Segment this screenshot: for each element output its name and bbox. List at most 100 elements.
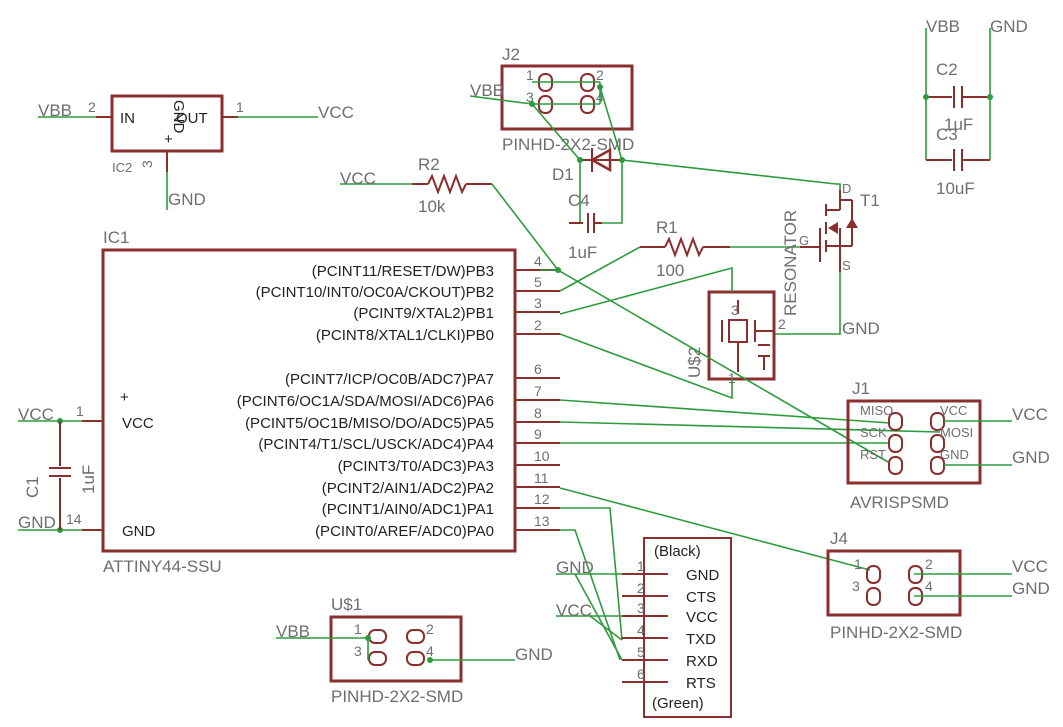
j1-mosi-label: MOSI <box>940 425 973 440</box>
ic1-pin-label: (PCINT6/OC1A/SDA/MOSI/ADC6)PA6 <box>237 393 494 410</box>
net-vbb-j2: VBB <box>470 81 504 100</box>
net-vcc-j4: VCC <box>1012 557 1048 576</box>
ic1-pin-number: 2 <box>534 317 542 333</box>
ic1-pin-label: (PCINT0/AREF/ADC0)PA0 <box>315 523 494 540</box>
us2-name: U$2 <box>685 347 704 378</box>
ic2-regulator[interactable]: IN OUT GND + IC2 2 1 3 <box>88 94 244 175</box>
ic2-pin2: 2 <box>88 99 96 115</box>
j2-header[interactable]: 1 2 3 4 J2 PINHD-2X2-SMD <box>500 45 634 154</box>
j4-header[interactable]: 1 2 3 4 J4 PINHD-2X2-SMD <box>826 529 962 642</box>
c1-capacitor[interactable]: C1 1uF <box>23 421 98 530</box>
ftdi-pin-number: 4 <box>637 622 645 638</box>
ic1-gnd-label: GND <box>122 523 156 540</box>
ftdi-bottom-label: (Green) <box>652 695 704 712</box>
j1-avrisp[interactable]: MISO VCC SCK MOSI RST GND J1 AVRISPSMD <box>846 379 982 512</box>
ic1-pin-number: 7 <box>534 383 542 399</box>
ic2-out-label: OUT <box>176 110 208 127</box>
ic1-pin-number: 10 <box>534 448 550 464</box>
net-gnd-c2: GND <box>990 17 1028 36</box>
t1-source-label: S <box>842 258 851 273</box>
ic1-attiny44[interactable]: IC1 ATTINY44-SSU VCC GND + 1 14 (PCINT11… <box>66 228 560 576</box>
net-vcc-ic1: VCC <box>18 405 54 424</box>
j4-pin3: 3 <box>852 578 860 594</box>
j4-pin1: 1 <box>854 556 862 572</box>
j1-value: AVRISPSMD <box>850 493 949 512</box>
us1-pin1: 1 <box>354 621 362 637</box>
ftdi-pin-number: 5 <box>637 644 645 660</box>
t1-mosfet[interactable]: T1 D G S <box>799 181 880 273</box>
net-vbb-ic2: VBB <box>38 101 72 120</box>
ic1-name: IC1 <box>103 228 129 247</box>
ic2-pin3: 3 <box>139 160 155 168</box>
net-gnd-ftdi: GND <box>556 558 594 577</box>
r2-name: R2 <box>418 155 440 174</box>
c2-capacitor[interactable]: C2 1uF <box>926 60 990 134</box>
ftdi-pin-label: TXD <box>686 631 716 648</box>
t1-drain-label: D <box>842 181 851 196</box>
j2-pin3: 3 <box>526 89 534 105</box>
j2-pin2: 2 <box>596 67 604 83</box>
ftdi-pin-label: RTS <box>686 675 716 692</box>
j2-pin1: 1 <box>526 67 534 83</box>
us1-pin3: 3 <box>354 643 362 659</box>
net-gnd-j4: GND <box>1012 579 1050 598</box>
r1-name: R1 <box>656 218 678 237</box>
ic1-pin-number: 5 <box>534 274 542 290</box>
ic1-pin-label: (PCINT3/T0/ADC3)PA3 <box>338 458 494 475</box>
ic1-pin-label: (PCINT7/ICP/OC0B/ADC7)PA7 <box>285 371 494 388</box>
net-gnd-ic1: GND <box>18 513 56 532</box>
net-gnd-us1: GND <box>515 645 553 664</box>
ftdi-pin-number: 2 <box>637 580 645 596</box>
ftdi-pin-label: CTS <box>686 589 716 606</box>
d1-diode[interactable]: D1 <box>552 147 622 184</box>
c3-value: 10uF <box>936 179 975 198</box>
us2-pin2: 2 <box>778 316 786 332</box>
ic1-pin-number: 6 <box>534 361 542 377</box>
ftdi-pin-number: 1 <box>637 558 645 574</box>
ftdi-pin-label: VCC <box>686 609 718 626</box>
us2-pin3: 3 <box>731 302 739 318</box>
ic1-pin-label: (PCINT5/OC1B/MISO/DO/ADC5)PA5 <box>245 415 494 432</box>
ftdi-pin-number: 3 <box>637 600 645 616</box>
ftdi-top-label: (Black) <box>654 543 701 560</box>
c1-value: 1uF <box>79 465 98 494</box>
j2-name: J2 <box>502 45 520 64</box>
ftdi-pin-number: 6 <box>637 666 645 682</box>
ic2-in-label: IN <box>120 110 135 127</box>
ic1-pin1: 1 <box>76 403 84 419</box>
ftdi-pin-label: RXD <box>686 653 718 670</box>
ic1-pin-label: (PCINT8/XTAL1/CLKI)PB0 <box>316 327 494 344</box>
ic2-gnd-label: GND <box>170 100 187 134</box>
ic1-pin-number: 8 <box>534 405 542 421</box>
ic1-pin-number: 12 <box>534 491 550 507</box>
c3-capacitor[interactable]: C3 10uF <box>926 125 990 198</box>
j1-miso-label: MISO <box>860 403 893 418</box>
c4-name: C4 <box>568 191 590 210</box>
r1-resistor[interactable]: R1 100 <box>640 218 730 280</box>
ic1-pin-label: (PCINT1/AIN0/ADC1)PA1 <box>322 501 494 518</box>
ic1-pin-number: 11 <box>534 470 549 486</box>
svg-text:+: + <box>164 131 173 148</box>
d1-name: D1 <box>552 165 574 184</box>
us2-resonator[interactable]: 3 2 1 U$2 RESONATOR <box>685 210 800 386</box>
net-vcc-r2: VCC <box>340 169 376 188</box>
r2-resistor[interactable]: R2 10k <box>412 155 492 216</box>
ic2-pin1: 1 <box>236 99 244 115</box>
c4-capacitor[interactable]: C4 1uF <box>568 191 602 262</box>
net-vbb-c2: VBB <box>926 17 960 36</box>
j1-sck-label: SCK <box>860 425 887 440</box>
us2-value: RESONATOR <box>781 210 800 316</box>
r2-value: 10k <box>418 197 446 216</box>
ic1-pin14: 14 <box>66 511 82 527</box>
ftdi-pin-label: GND <box>686 567 720 584</box>
ic1-pin-number: 3 <box>534 295 542 311</box>
c4-value: 1uF <box>568 243 597 262</box>
us1-header[interactable]: 1 2 3 4 U$1 PINHD-2X2-SMD <box>329 595 463 706</box>
ic1-pin-label: (PCINT9/XTAL2)PB1 <box>353 305 494 322</box>
net-gnd-j1: GND <box>1012 448 1050 467</box>
net-vcc-j1: VCC <box>1012 405 1048 424</box>
us1-pin4: 4 <box>426 643 434 659</box>
